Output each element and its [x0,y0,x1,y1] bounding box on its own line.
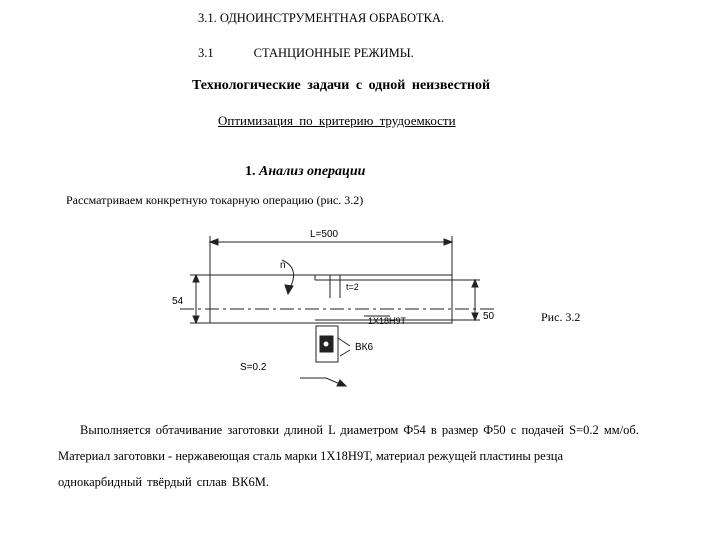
rotation-label: n [280,260,286,271]
dim-50-label: 50 [483,311,495,322]
tool-leader [339,349,351,357]
dim-50-arrow-bottom [471,312,479,322]
turning-operation-diagram: L=500 54 50 n t=2 1Х18Н9Т ВК6 S=0.2 [172,229,495,387]
tool-label: ВК6 [355,342,373,353]
page-subtitle: Оптимизация по критерию трудоемкости [218,113,456,128]
tool-body-line [337,337,351,347]
paragraph-1: Выполняется обтачивание заготовки длиной… [80,423,639,437]
tool-holder [315,325,339,363]
workpiece-outline [209,274,453,324]
chapter-heading: 3.1. ОДНОИНСТРУМЕНТНАЯ ОБРАБОТКА. [198,11,445,25]
feed-label: S=0.2 [240,362,267,373]
figure-caption: Рис. 3.2 [541,310,581,324]
section-heading: 3.1 СТАНЦИОННЫЕ РЕЖИМЫ. [198,47,414,60]
feed-arrow-line [325,377,341,385]
depth-label: t=2 [346,282,359,292]
dim-l-label: L=500 [310,229,339,240]
rotation-arrowhead [284,284,294,296]
material-label: 1Х18Н9Т [368,316,407,326]
dim-l-arrow-right [443,238,454,246]
page-title: Технологические задачи с одной неизвестн… [192,78,491,93]
section-heading-text: СТАНЦИОННЫЕ РЕЖИМЫ. [253,46,414,60]
intro-text: Рассматриваем конкретную токарную операц… [66,193,364,207]
feed-arrowhead [336,379,348,387]
paragraph-3: однокарбидный твёрдый сплав ВК6М. [58,475,269,489]
subsection-heading: 1. Анализ операции [245,165,365,179]
tool-screw [322,340,330,348]
paragraph-2: Материал заготовки - нержавеющая сталь м… [58,449,564,463]
section-heading-number: 3.1 [198,46,214,60]
dim-54-label: 54 [172,296,184,307]
subsection-name: Анализ операции [259,164,366,179]
dim-l-arrow-left [208,238,219,246]
subsection-number: 1. [245,164,256,179]
rotation-arrow [281,259,295,289]
dim-54-arrow-top [192,273,200,283]
dim-54-arrow-bottom [192,315,200,325]
dim-50-arrow-top [471,278,479,288]
